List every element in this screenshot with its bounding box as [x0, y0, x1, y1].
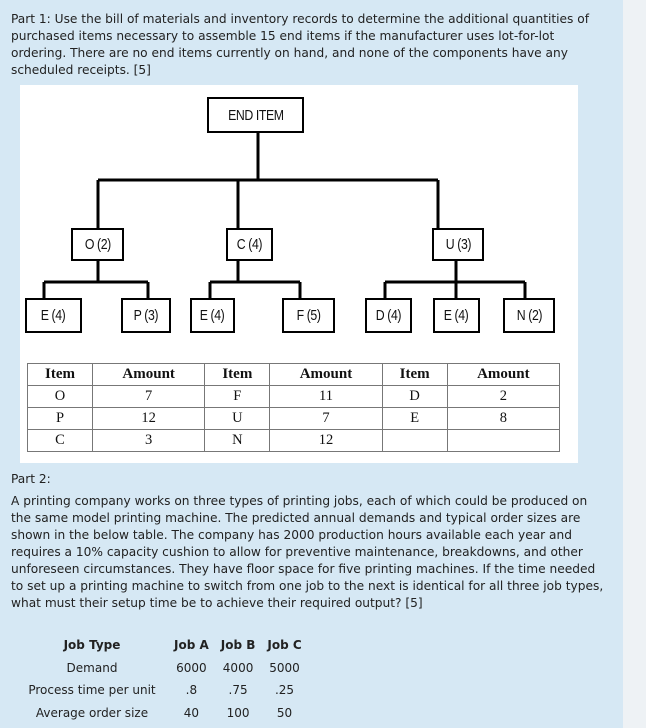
table-cell: .8 — [185, 683, 198, 698]
table-cell: N — [204, 429, 271, 452]
table-cell: 7 — [92, 385, 206, 408]
bom-connector-lines — [42, 133, 527, 298]
bom-node-d: D (4) — [365, 298, 412, 333]
table-cell: .75 — [228, 683, 248, 698]
table-cell: E — [381, 407, 448, 430]
bom-node-u: U (3) — [432, 228, 484, 261]
header-item-2: Item — [204, 363, 271, 386]
header-job-b: Job B — [220, 638, 256, 653]
bill-of-materials-figure: END ITEM O (2) C (4) U (3) E (4) P (3) E… — [20, 85, 578, 463]
table-cell — [446, 429, 561, 452]
table-cell: 11 — [269, 385, 383, 408]
part2-text: A printing company works on three types … — [11, 494, 604, 610]
bom-node-c: C (4) — [226, 228, 273, 261]
row-label: Process time per unit — [28, 683, 156, 698]
table-cell: U — [204, 407, 271, 430]
jobs-table-header-row: Job Type Job A Job B Job C — [16, 634, 308, 657]
part1-text: Part 1: Use the bill of materials and in… — [11, 12, 590, 77]
table-cell: F — [204, 385, 271, 408]
bom-node-e-3: E (4) — [433, 298, 480, 333]
table-cell: 100 — [226, 705, 250, 720]
header-amount-1: Amount — [92, 363, 206, 386]
header-job-c: Job C — [267, 638, 302, 653]
table-cell: 6000 — [176, 660, 207, 675]
table-row: Demand 6000 4000 5000 — [16, 657, 308, 680]
bom-node-p: P (3) — [121, 298, 171, 333]
table-cell: .25 — [274, 683, 295, 698]
table-cell: 4000 — [222, 660, 254, 675]
header-item-3: Item — [381, 363, 448, 386]
table-row: P 12 U 7 E 8 — [26, 407, 561, 430]
table-cell: 12 — [92, 407, 206, 430]
header-amount-3: Amount — [446, 363, 561, 386]
bom-node-f: F (5) — [282, 298, 335, 333]
table-cell: 8 — [446, 407, 561, 430]
header-job-type: Job Type — [63, 638, 121, 653]
jobs-table: Job Type Job A Job B Job C Demand 6000 4… — [16, 634, 308, 724]
table-cell: 7 — [269, 407, 383, 430]
row-label: Average order size — [35, 705, 149, 720]
bom-node-e-1: E (4) — [25, 298, 82, 333]
table-cell: O — [26, 385, 94, 408]
table-row: C 3 N 12 — [26, 429, 561, 452]
table-cell: C — [26, 429, 94, 452]
table-cell: P — [26, 407, 94, 430]
bom-node-n: N (2) — [503, 298, 555, 333]
table-cell: 12 — [269, 429, 383, 452]
inventory-table: Item Amount Item Amount Item Amount O 7 … — [26, 363, 561, 452]
table-cell — [381, 429, 448, 452]
bom-node-e-2: E (4) — [190, 298, 235, 333]
header-item-1: Item — [26, 363, 94, 386]
table-cell: D — [381, 385, 448, 408]
inventory-table-header-row: Item Amount Item Amount Item Amount — [26, 363, 561, 386]
bom-node-o: O (2) — [71, 228, 124, 261]
part2-heading: Part 2: — [11, 472, 51, 486]
row-label: Demand — [66, 660, 118, 675]
table-row: Process time per unit .8 .75 .25 — [16, 679, 308, 702]
page-margin — [623, 0, 646, 728]
table-cell: 5000 — [269, 660, 300, 675]
question-panel: Part 1: Use the bill of materials and in… — [0, 0, 623, 728]
bom-node-end-item: END ITEM — [207, 97, 304, 133]
table-cell: 3 — [92, 429, 206, 452]
header-job-a: Job A — [174, 638, 209, 653]
header-amount-2: Amount — [269, 363, 383, 386]
table-row: O 7 F 11 D 2 — [26, 385, 561, 408]
table-row: Average order size 40 100 50 — [16, 702, 308, 725]
table-cell: 50 — [276, 705, 293, 720]
table-cell: 40 — [183, 705, 200, 720]
table-cell: 2 — [446, 385, 561, 408]
